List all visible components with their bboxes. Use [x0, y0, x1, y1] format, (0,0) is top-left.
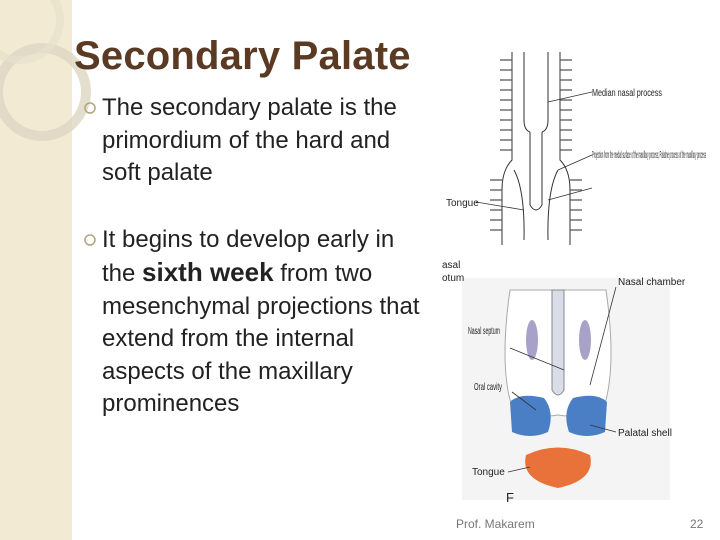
palatal-shell-right: [566, 395, 607, 436]
page-number: 22: [690, 517, 704, 531]
bullet-item: The secondary palate is the primordium o…: [83, 92, 428, 190]
figure-letter: F: [506, 490, 514, 505]
edge-fragment-asal: asal: [442, 260, 460, 271]
bullet-text: It begins to develop early in the: [102, 225, 395, 288]
bullet-item: It begins to develop early in the sixth …: [83, 224, 428, 421]
top-label-median-nasal: Median nasal process: [592, 88, 662, 99]
bullet-text: The secondary palate is the primordium o…: [102, 94, 397, 186]
palatal-shell-left: [510, 395, 551, 436]
tongue-shape: [525, 447, 591, 488]
bullet-text-cont: from two mesenchymal projections that ex…: [102, 260, 420, 417]
bullet-list: The secondary palate is the primordium o…: [83, 92, 428, 421]
decorative-circles: [0, 0, 91, 141]
footer-author: Prof. Makarem: [456, 517, 535, 531]
label-palatal-shell: Palatal shell: [618, 428, 672, 439]
top-label-tongue: Tongue: [446, 198, 479, 209]
top-diagram: Median nasal process Projection from the…: [446, 52, 706, 245]
slide-title: Secondary Palate: [74, 34, 411, 78]
bullet-highlight: sixth week: [142, 257, 274, 287]
label-oral-cavity: Oral cavity: [474, 382, 502, 393]
palate-figure: Median nasal process Projection from the…: [442, 52, 706, 505]
top-label-projection: Projection from the medial surface of th…: [592, 150, 706, 161]
edge-fragment-otum: otum: [442, 273, 464, 284]
label-nasal-septum: Nasal septum: [468, 326, 500, 337]
label-tongue: Tongue: [472, 467, 505, 478]
left-decorative-band: [0, 0, 72, 540]
bottom-diagram: Nasal chamber Nasal septum Oral cavity P…: [442, 260, 686, 505]
bullet-circle-icon: [84, 233, 96, 246]
bullet-circle-icon: [84, 102, 96, 114]
label-nasal-chamber: Nasal chamber: [618, 277, 686, 288]
